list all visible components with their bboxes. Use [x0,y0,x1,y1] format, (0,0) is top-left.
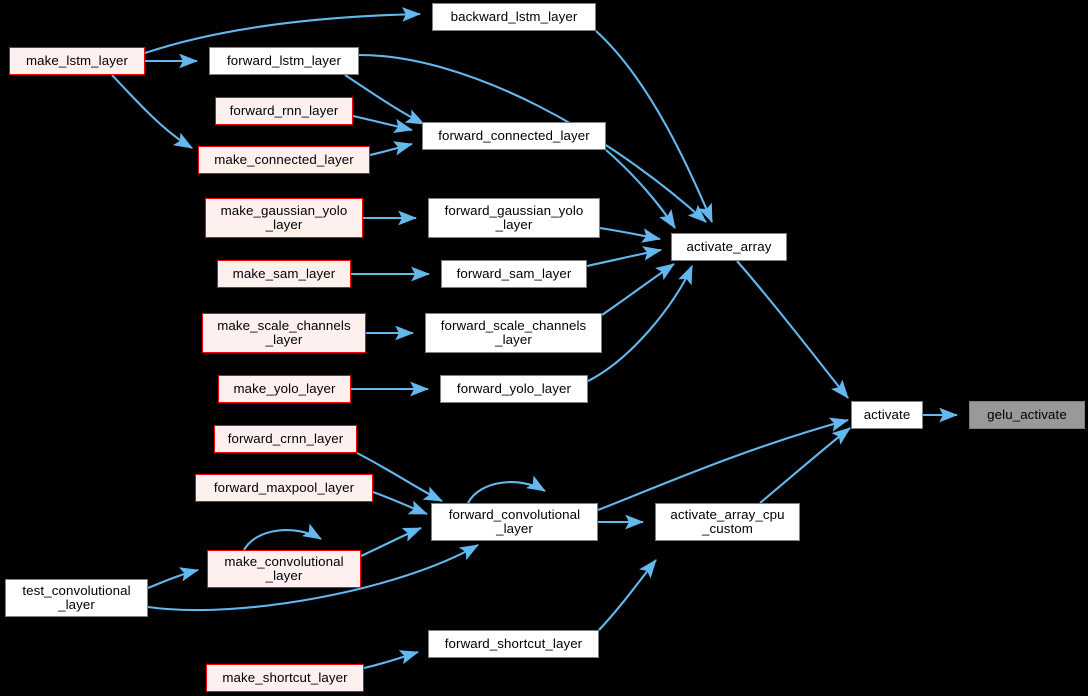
edge-forward_yolo_layer-to-activate_array [587,265,693,382]
node-forward_connected_layer[interactable]: forward_connected_layer [422,122,606,150]
edge-forward_scale_channels_layer-to-activate_array [601,263,675,316]
node-label: make_scale_channels _layer [217,317,351,347]
edge-forward_crnn_layer-to-forward_convolutional_layer [356,452,443,502]
node-label: forward_yolo_layer [456,380,572,396]
node-backward_lstm_layer[interactable]: backward_lstm_layer [432,3,596,31]
node-label: make_lstm_layer [26,52,128,68]
node-forward_sam_layer[interactable]: forward_sam_layer [441,260,587,288]
node-label: make_connected_layer [214,151,354,167]
edge-forward_convolutional_layer-to-activate [597,417,850,511]
node-label: make_shortcut_layer [222,669,348,685]
node-forward_gaussian_yolo_layer[interactable]: forward_gaussian_yolo _layer [428,198,600,238]
node-forward_shortcut_layer[interactable]: forward_shortcut_layer [428,630,599,658]
edge-make_connected_layer-to-forward_connected_layer [369,141,414,157]
node-label: forward_maxpool_layer [213,479,355,495]
node-label: activate_array_cpu _custom [670,506,785,536]
node-label: make_gaussian_yolo _layer [220,202,348,232]
edge-activate_array_cpu_custom-to-activate [759,427,851,504]
edge-activate_array-to-activate [736,260,849,399]
edge-make_convolutional_layer-to-forward_convolutional_layer [360,527,422,557]
node-label: forward_convolutional _layer [448,506,581,536]
node-label: test_convolutional _layer [22,582,131,612]
node-activate[interactable]: activate [851,401,923,429]
node-make_shortcut_layer[interactable]: make_shortcut_layer [206,664,364,692]
node-make_scale_channels_layer[interactable]: make_scale_channels _layer [202,313,366,353]
node-forward_convolutional_layer[interactable]: forward_convolutional _layer [431,503,598,541]
node-label: forward_gaussian_yolo _layer [444,202,584,232]
node-make_sam_layer[interactable]: make_sam_layer [217,260,351,288]
edge-forward_lstm_layer-to-activate_array [358,53,707,223]
node-label: forward_scale_channels _layer [440,317,587,347]
edge-make_shortcut_layer-to-forward_shortcut_layer [363,650,420,670]
node-label: make_convolutional _layer [224,553,344,583]
node-make_gaussian_yolo_layer[interactable]: make_gaussian_yolo _layer [205,198,363,238]
node-label: forward_rnn_layer [229,102,339,118]
edge-make_convolutional_layer-to-make_convolutional_layer [243,523,322,551]
node-label: activate_array [686,238,772,254]
edge-forward_lstm_layer-to-forward_connected_layer [344,74,425,125]
edge-forward_convolutional_layer-to-forward_convolutional_layer [467,475,546,504]
edge-make_lstm_layer-to-backward_lstm_layer [144,7,422,54]
node-make_lstm_layer[interactable]: make_lstm_layer [9,47,145,75]
edge-backward_lstm_layer-to-activate_array [595,30,713,223]
edge-forward_sam_layer-to-activate_array [586,246,663,268]
node-forward_scale_channels_layer[interactable]: forward_scale_channels _layer [425,313,602,353]
node-forward_rnn_layer[interactable]: forward_rnn_layer [215,97,353,125]
node-label: gelu_activate [987,406,1067,422]
node-forward_yolo_layer[interactable]: forward_yolo_layer [440,375,588,403]
node-label: forward_lstm_layer [226,52,342,68]
node-label: make_sam_layer [232,265,336,281]
node-label: forward_crnn_layer [227,430,344,446]
node-activate_array[interactable]: activate_array [671,233,787,261]
node-forward_lstm_layer[interactable]: forward_lstm_layer [209,47,359,75]
node-label: activate [863,406,911,422]
edge-forward_maxpool_layer-to-forward_convolutional_layer [372,491,428,515]
edge-forward_shortcut_layer-to-forward_convolutional_layer [598,559,657,631]
node-label: forward_connected_layer [438,127,590,143]
node-make_connected_layer[interactable]: make_connected_layer [198,146,370,174]
edge-forward_gaussian_yolo_layer-to-activate_array [599,226,662,243]
node-gelu_activate[interactable]: gelu_activate [969,401,1085,429]
node-make_yolo_layer[interactable]: make_yolo_layer [218,375,351,403]
node-label: backward_lstm_layer [450,8,578,24]
edge-make_lstm_layer-to-make_connected_layer [111,74,193,149]
node-forward_crnn_layer[interactable]: forward_crnn_layer [214,425,357,453]
node-make_convolutional_layer[interactable]: make_convolutional _layer [207,550,361,588]
node-activate_array_cpu_custom[interactable]: activate_array_cpu _custom [655,503,800,541]
edge-forward_connected_layer-to-activate_array [605,149,676,229]
node-label: make_yolo_layer [233,380,336,396]
edge-forward_rnn_layer-to-forward_connected_layer [352,114,414,134]
edge-test_convolutional_layer-to-make_convolutional_layer [147,567,200,589]
node-test_convolutional_layer[interactable]: test_convolutional _layer [5,579,148,617]
edge-test_convolutional_layer-to-forward_convolutional_layer [147,544,479,612]
node-forward_maxpool_layer[interactable]: forward_maxpool_layer [195,474,373,502]
node-label: forward_sam_layer [456,265,572,281]
node-label: forward_shortcut_layer [444,635,583,651]
